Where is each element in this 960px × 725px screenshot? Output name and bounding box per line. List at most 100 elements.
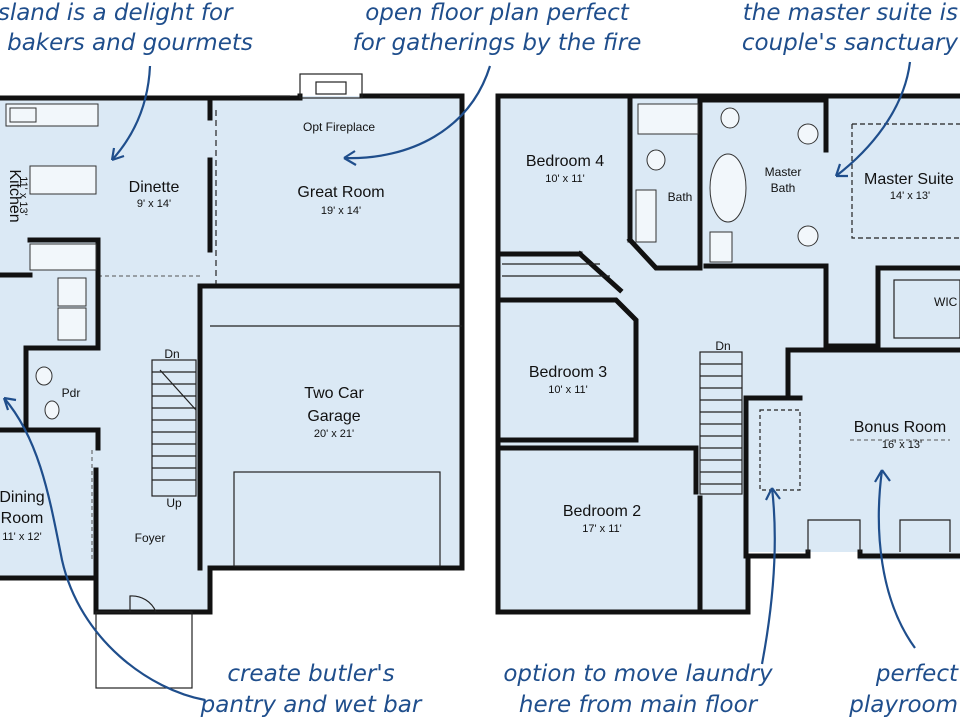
laundry-alcove xyxy=(759,409,801,491)
fireplace-label: Opt Fireplace xyxy=(303,120,375,134)
laundry-dryer xyxy=(57,307,87,341)
master-suite-label: Master Suite xyxy=(864,171,954,188)
master-note-arrowhead xyxy=(834,163,848,178)
main-floor-fill xyxy=(0,96,462,610)
butler-note-line1: create butler's xyxy=(227,661,394,687)
front-porch xyxy=(95,611,193,689)
laundry-washer xyxy=(57,277,87,307)
kitchen-note-arrow xyxy=(111,65,152,161)
garage-wall xyxy=(197,95,465,571)
laundry-note-arrowhead xyxy=(765,487,781,501)
great-room-note-line1: open floor plan perfect xyxy=(365,0,630,26)
kitchen-note-line2: bakers and gourmets xyxy=(7,30,253,56)
upper-stair-dn-label: Dn xyxy=(715,339,730,353)
butler-note-arrow xyxy=(3,397,206,702)
garage-dim: 20' x 21' xyxy=(314,428,354,440)
fireplace-inner xyxy=(315,81,347,95)
bedroom3-walls xyxy=(495,297,639,443)
great-room-note-arrowhead xyxy=(343,150,357,166)
kitchen-note-line1: island is a delight for xyxy=(0,0,234,26)
bonus-dormer xyxy=(807,519,951,552)
wic-shelf xyxy=(893,279,960,339)
dining-dim: 11' x 12' xyxy=(2,531,41,543)
master-sink-1 xyxy=(797,123,819,145)
butler-note-arrowhead xyxy=(2,396,17,411)
bonus-note-line2: playroom xyxy=(848,692,958,718)
upper-stairs xyxy=(699,351,743,495)
master-bath-label-line1: Master xyxy=(765,165,802,179)
bedroom4-closet xyxy=(502,263,610,277)
great-room-dim: 19' x 14' xyxy=(321,205,361,217)
dinette-label: Dinette xyxy=(129,179,180,196)
kitchen-note-arrowhead xyxy=(110,147,125,162)
pantry-walls xyxy=(0,237,101,451)
bath-vanity xyxy=(635,189,657,243)
laundry-note-arrow xyxy=(760,487,776,665)
wic-walls xyxy=(823,263,960,349)
master-suite-dim: 14' x 13' xyxy=(890,190,930,202)
bedroom2-dim: 17' x 11' xyxy=(582,523,621,535)
kitchen-label: Kitchen xyxy=(6,169,23,222)
dinette-dim: 9' x 14' xyxy=(137,198,171,210)
bedroom2-label: Bedroom 2 xyxy=(563,503,641,520)
bonus-note-arrow xyxy=(877,469,916,649)
bonus-room-label: Bonus Room xyxy=(854,419,947,436)
laundry-note-line1: option to move laundry xyxy=(503,661,773,687)
pantry-shelf xyxy=(29,243,97,271)
bath-walls xyxy=(626,95,703,271)
master-sink-2 xyxy=(797,225,819,247)
master-bath-label-line2: Bath xyxy=(771,181,796,195)
fireplace-box xyxy=(299,73,363,99)
great-room-note-arrow xyxy=(343,65,492,160)
great-room-note-line2: for gatherings by the fire xyxy=(353,30,642,56)
powder-label: Pdr xyxy=(62,386,81,400)
master-bath-walls xyxy=(697,97,829,269)
master-tray-ceiling xyxy=(851,123,960,239)
bonus-room-dim: 16' x 13' xyxy=(882,439,922,451)
bedroom2-walls xyxy=(495,445,703,615)
main-stairs xyxy=(151,359,197,497)
master-note-arrow xyxy=(835,61,912,177)
kitchen-island xyxy=(29,165,97,195)
main-floor-plan xyxy=(0,73,465,689)
master-shower xyxy=(709,231,733,263)
main-stair-dn-label: Dn xyxy=(164,347,179,361)
great-room-label: Great Room xyxy=(297,184,384,201)
master-note-line1: the master suite is xyxy=(743,0,958,26)
wic-label: WIC xyxy=(934,295,958,309)
upper-floor-plan xyxy=(495,93,960,615)
upper-floor-outer-wall xyxy=(495,93,960,615)
bonus-note-line1: perfect xyxy=(875,661,959,687)
garage-door xyxy=(233,471,441,567)
bedroom4-walls xyxy=(495,95,633,294)
master-note-line2: couple's sanctuary xyxy=(742,30,958,56)
powder-sink xyxy=(35,366,53,386)
bedroom3-dim: 10' x 11' xyxy=(548,384,587,396)
dining-label-line1: Dining xyxy=(0,489,45,506)
annotation-arrows xyxy=(2,61,916,702)
bedroom4-label: Bedroom 4 xyxy=(526,153,604,170)
bath-toilet xyxy=(646,149,666,171)
powder-toilet xyxy=(44,400,60,420)
bonus-room-walls xyxy=(743,347,960,559)
foyer-label: Foyer xyxy=(135,531,166,545)
bedroom4-dim: 10' x 11' xyxy=(545,173,584,185)
garage-label-line1: Two Car xyxy=(304,385,364,402)
laundry-note-line2: here from main floor xyxy=(519,692,759,718)
kitchen-sink xyxy=(9,107,37,123)
dining-label-line2: Room xyxy=(1,510,44,527)
master-toilet xyxy=(720,107,740,129)
main-stair-up-label: Up xyxy=(166,496,182,510)
butler-note-line2: pantry and wet bar xyxy=(200,692,423,718)
bedroom3-label: Bedroom 3 xyxy=(529,364,607,381)
garage-label-line2: Garage xyxy=(307,408,360,425)
front-door-swing xyxy=(129,595,157,613)
kitchen-dim: 11' x 13' xyxy=(17,176,29,215)
bath-label: Bath xyxy=(668,190,693,204)
bath-tub xyxy=(637,103,699,135)
upper-floor-fill xyxy=(498,96,960,612)
bonus-note-arrowhead xyxy=(874,469,891,483)
master-tub xyxy=(709,153,747,223)
